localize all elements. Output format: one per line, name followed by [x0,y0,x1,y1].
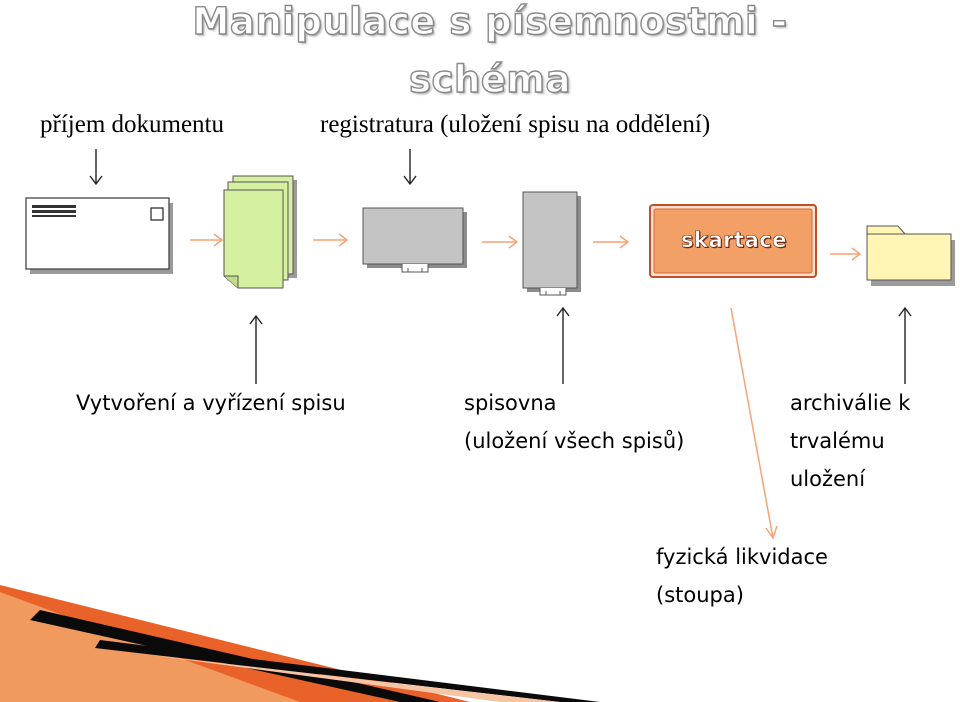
document-stack-icon [223,175,297,289]
envelope-icon [25,197,173,274]
receipt-label: příjem dokumentu [40,111,224,138]
flow-arrow-2 [313,233,349,247]
registry-pointer [403,149,417,186]
archive-store-pointer [556,306,570,384]
folder-icon [866,225,955,286]
archive-store-label: spisovna (uložení všech spisů) [464,384,684,460]
destruction-line-1: fyzická likvidace [656,545,828,569]
creation-pointer [249,314,263,384]
creation-label: Vytvoření a vyřízení spisu [76,384,346,422]
registry-label: registratura (uložení spisu na oddělení) [320,111,711,138]
archive-store-line-2: (uložení všech spisů) [464,429,685,453]
destruction-label: fyzická likvidace (stoupa) [656,538,828,614]
destruction-line-2: (stoupa) [656,583,744,607]
flow-arrow-3 [482,235,519,249]
creation-label-line: Vytvoření a vyřízení spisu [76,391,346,415]
decorative-corner [0,585,600,702]
flow-arrows [190,233,862,540]
page-title-line1: Manipulace s písemnostmi - [192,0,788,44]
archival-line-2: trvalému [790,429,885,453]
filing-cabinet-icon [522,191,581,296]
archive-store-line-1: spisovna [464,391,557,415]
archival-line-1: archiválie k [790,391,911,415]
shredding-node [649,204,817,278]
flow-arrow-4 [593,235,630,249]
destruction-arrow [730,307,778,540]
archival-line-3: uložení [790,467,866,491]
page-title-line2: schéma [408,57,571,101]
drawer-icon [362,207,467,273]
receipt-pointer [89,149,103,186]
archival-pointer [898,306,912,384]
shredding-label: skartace [681,228,787,253]
flow-arrow-5 [830,247,862,261]
pointer-arrows [89,149,912,384]
archival-label: archiválie k trvalému uložení [790,384,910,498]
flow-arrow-1 [190,233,224,247]
